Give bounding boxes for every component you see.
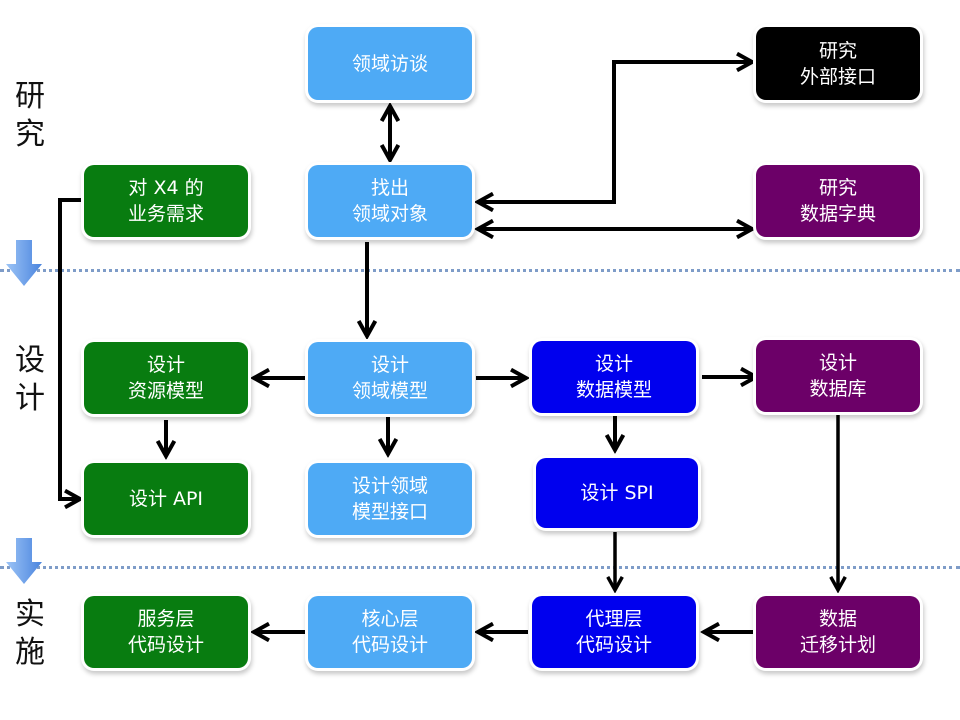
stage-label-implement: 实施	[12, 596, 48, 672]
stage-label-design: 设计	[12, 342, 48, 418]
box-core-layer-code[interactable]: 核心层 代码设计	[308, 596, 472, 668]
box-line: 数据模型	[575, 379, 652, 401]
box-line: 代码设计	[351, 634, 428, 656]
box-data-migration-plan[interactable]: 数据 迁移计划	[756, 596, 920, 668]
box-line: 设计 API	[128, 488, 204, 510]
box-line: 设计	[818, 352, 857, 374]
box-line: 数据字典	[799, 203, 876, 225]
box-line: 模型接口	[351, 501, 428, 523]
box-line: 数据库	[809, 378, 867, 400]
stage-research-text: 研究	[15, 79, 45, 152]
box-line: 代理层	[585, 608, 643, 630]
box-line: 外部接口	[799, 65, 876, 88]
box-domain-interview[interactable]: 领域访谈	[308, 27, 472, 100]
box-line: 领域访谈	[351, 52, 428, 75]
box-line: 设计	[146, 354, 185, 376]
box-line: 数据	[818, 608, 857, 630]
box-design-domain-model[interactable]: 设计 领域模型	[308, 342, 472, 414]
box-design-data-model[interactable]: 设计 数据模型	[532, 341, 696, 413]
box-line: 找出	[370, 177, 409, 199]
box-x4-business-requirements[interactable]: 对 X4 的 业务需求	[84, 165, 248, 237]
box-line: 设计 SPI	[580, 482, 654, 504]
stage-implement-text: 实施	[15, 597, 45, 670]
box-line: 迁移计划	[799, 634, 876, 656]
box-service-layer-code[interactable]: 服务层 代码设计	[84, 596, 248, 668]
box-line: 业务需求	[127, 203, 204, 225]
box-line: 研究	[818, 39, 857, 62]
phase-down-arrow-icon	[6, 538, 42, 584]
box-line: 对 X4 的	[128, 177, 204, 199]
separator-design-implement	[0, 566, 960, 569]
box-proxy-layer-code[interactable]: 代理层 代码设计	[532, 596, 696, 668]
box-line: 核心层	[361, 608, 419, 630]
box-design-spi[interactable]: 设计 SPI	[536, 458, 698, 528]
box-design-api[interactable]: 设计 API	[84, 463, 248, 535]
stage-design-text: 设计	[15, 343, 45, 416]
box-line: 设计领域	[351, 475, 428, 497]
box-find-domain-objects[interactable]: 找出 领域对象	[308, 165, 472, 237]
box-line: 资源模型	[127, 380, 204, 402]
box-line: 服务层	[137, 608, 195, 630]
separator-research-design	[0, 269, 960, 272]
box-line: 研究	[818, 177, 857, 199]
box-design-domain-model-interface[interactable]: 设计领域 模型接口	[308, 463, 472, 535]
box-research-data-dictionary[interactable]: 研究 数据字典	[756, 165, 920, 237]
box-line: 领域对象	[351, 203, 428, 225]
connector-find-external	[478, 62, 752, 202]
box-line: 代码设计	[575, 634, 652, 656]
box-research-external-interface[interactable]: 研究 外部接口	[756, 27, 920, 100]
box-line: 设计	[594, 353, 633, 375]
box-design-database[interactable]: 设计 数据库	[756, 340, 920, 412]
box-line: 设计	[370, 354, 409, 376]
box-line: 代码设计	[127, 634, 204, 656]
connector-x4-api	[58, 198, 82, 499]
phase-down-arrow-icon	[6, 240, 42, 286]
box-design-resource-model[interactable]: 设计 资源模型	[84, 342, 248, 414]
stage-label-research: 研究	[12, 78, 48, 154]
box-line: 领域模型	[351, 380, 428, 402]
